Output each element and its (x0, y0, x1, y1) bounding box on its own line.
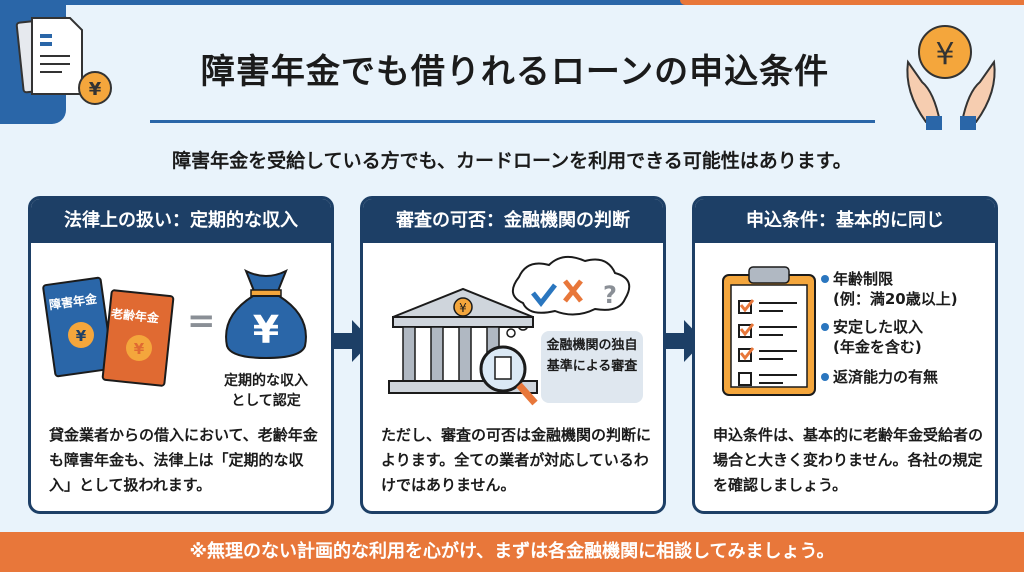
condition-item: 安定した収入(年金を含む) (821, 317, 923, 357)
svg-text:¥: ¥ (935, 37, 954, 72)
hands-coin-icon: ¥ (906, 25, 996, 130)
card-description: 貸金業者からの借入において、老齢年金も障害年金も、法律上は「定期的な収入」として… (49, 426, 318, 494)
card-screening: 審査の可否：金融機関の判断 ? ¥ 金融機関の独自基準による審査 ただし、審査の… (360, 196, 666, 514)
svg-text:¥: ¥ (89, 79, 102, 100)
money-bag-icon: ¥ (225, 268, 307, 360)
arrow-right-icon (334, 320, 372, 362)
condition-item: 年齢制限(例：満20歳以上) (821, 269, 958, 309)
card-title: 審査の可否：金融機関の判断 (363, 199, 663, 243)
top-accent-bar-orange (680, 0, 1024, 5)
footer-note: ※無理のない計画的な利用を心がけ、まずは各金融機関に相談してみましょう。 (0, 532, 1024, 572)
svg-text:¥: ¥ (459, 301, 467, 315)
checklist-clipboard-icon (722, 266, 816, 396)
card-title: 申込条件：基本的に同じ (695, 199, 995, 243)
card-description: ただし、審査の可否は金融機関の判断によります。全ての業者が対応しているわけではあ… (381, 426, 652, 494)
card-conditions: 申込条件：基本的に同じ 年齢制限(例：満20歳以上) 安定した収入(年金を含む)… (692, 196, 998, 514)
bank-building-icon: ¥ (388, 287, 538, 406)
pension-books-icon: ¥ ¥ (42, 276, 175, 387)
criteria-bubble: 金融機関の独自基準による審査 (541, 331, 643, 403)
condition-item: 返済能力の有無 (821, 367, 938, 387)
equals-sign: = (187, 301, 216, 341)
thought-bubble-icon: ? (506, 255, 631, 338)
svg-text:¥: ¥ (134, 340, 145, 358)
subtitle: 障害年金を受給している方でも、カードローンを利用できる可能性はあります。 (172, 150, 852, 172)
document-yen-icon: ¥ (15, 16, 112, 105)
bag-caption: として認定 (231, 393, 301, 409)
card-description: 申込条件は、基本的に老齢年金受給者の場合と大きく変わりません。各社の規定を確認し… (713, 426, 984, 494)
card-legal-treatment: 法律上の扱い：定期的な収入 ¥ ¥ 障害年金 老齢年金 = ¥ 定期的な収入 と… (28, 196, 334, 514)
card-title: 法律上の扱い：定期的な収入 (31, 199, 331, 243)
page-title: 障害年金でも借りれるローンの申込条件 (200, 52, 830, 92)
bag-caption: 定期的な収入 (224, 373, 308, 389)
top-accent-bar (0, 0, 690, 5)
arrow-right-icon (666, 320, 704, 362)
svg-text:¥: ¥ (253, 308, 279, 352)
svg-text:?: ? (603, 281, 617, 309)
svg-text:¥: ¥ (76, 327, 87, 345)
title-underline (150, 120, 875, 123)
